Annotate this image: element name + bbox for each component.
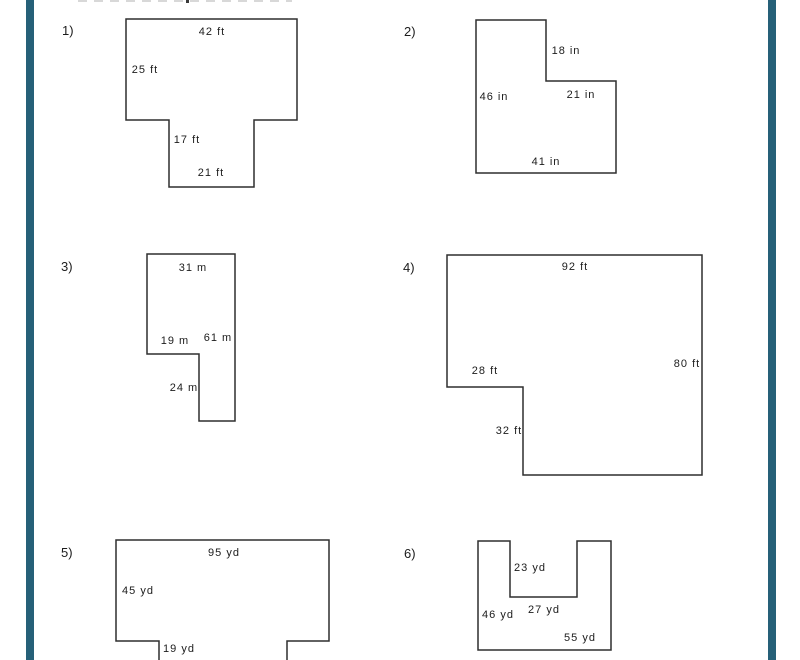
- dim-label: 41 in: [531, 156, 561, 168]
- cutoff-text-remnant-dot: [186, 0, 189, 3]
- dim-label: 92 ft: [561, 261, 589, 273]
- dim-label: 28 ft: [471, 365, 499, 377]
- problem-3-number: 3): [61, 259, 73, 274]
- figure-4-outline: [446, 254, 703, 476]
- problem-2-number: 2): [404, 24, 416, 39]
- dim-label: 18 in: [551, 45, 581, 57]
- figure-6-outline: [477, 540, 612, 651]
- figure-3-outline: [146, 253, 236, 422]
- cutoff-text-remnant: [78, 0, 292, 2]
- dim-label: 25 ft: [131, 64, 159, 76]
- dim-label: 19 yd: [163, 643, 195, 655]
- figure-1-outline: [125, 18, 298, 188]
- problem-1-number: 1): [62, 23, 74, 38]
- dim-label: 27 yd: [528, 604, 560, 616]
- dim-label: 46 yd: [482, 609, 514, 621]
- dim-label: 80 ft: [673, 358, 701, 370]
- dim-label: 21 ft: [197, 167, 225, 179]
- left-border-bar: [26, 0, 34, 660]
- dim-label: 32 ft: [495, 425, 523, 437]
- dim-label: 55 yd: [564, 632, 596, 644]
- dim-label: 42 ft: [198, 26, 226, 38]
- dim-label: 31 m: [178, 262, 208, 274]
- dim-label: 19 m: [160, 335, 190, 347]
- figure-2-outline: [475, 19, 617, 174]
- dim-label: 23 yd: [514, 562, 546, 574]
- figure-5-outline: [115, 539, 330, 660]
- problem-4-number: 4): [403, 260, 415, 275]
- dim-label: 61 m: [203, 332, 233, 344]
- right-border-bar: [768, 0, 776, 660]
- dim-label: 95 yd: [208, 547, 240, 559]
- dim-label: 17 ft: [173, 134, 201, 146]
- dim-label: 46 in: [479, 91, 509, 103]
- problem-5-number: 5): [61, 545, 73, 560]
- problem-6-number: 6): [404, 546, 416, 561]
- dim-label: 24 m: [169, 382, 199, 394]
- dim-label: 21 in: [566, 89, 596, 101]
- dim-label: 45 yd: [122, 585, 154, 597]
